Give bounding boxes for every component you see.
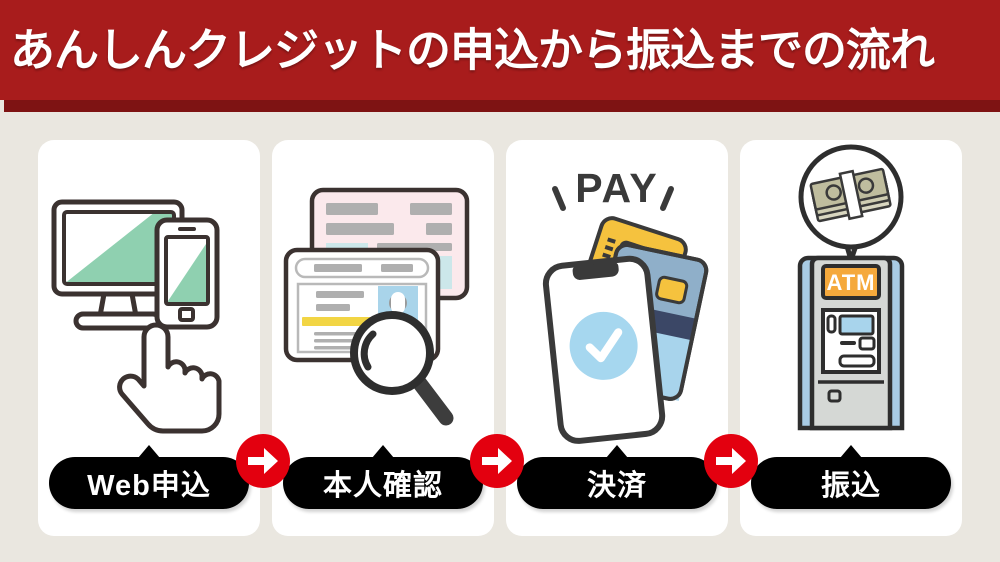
flow-steps-container: Web申込 xyxy=(0,140,1000,538)
flow-step-label-transfer: 振込 xyxy=(751,445,951,509)
title-banner: あんしんクレジットの申込から振込までの流れ xyxy=(0,0,1000,100)
flow-step-card-identity-verification[interactable]: 本人確認 xyxy=(272,140,494,536)
pill-notch-icon xyxy=(606,445,628,458)
right-arrow-icon xyxy=(246,446,280,476)
pill-notch-icon xyxy=(138,445,160,458)
pill-notch-icon xyxy=(372,445,394,458)
flow-step-card-payment[interactable]: PAY xyxy=(506,140,728,536)
flow-step-label-text: 振込 xyxy=(820,470,881,502)
id-cards-magnifier-icon xyxy=(272,140,494,450)
right-arrow-icon xyxy=(714,446,748,476)
flow-step-label-identity-verification: 本人確認 xyxy=(283,445,483,509)
flow-arrow-3 xyxy=(704,434,758,488)
flow-step-card-web-application[interactable]: Web申込 xyxy=(38,140,260,536)
flow-arrow-2 xyxy=(470,434,524,488)
flow-arrow-1 xyxy=(236,434,290,488)
pill-notch-icon xyxy=(840,445,862,458)
atm-cash-bubble-icon: ATM xyxy=(740,140,962,450)
flow-step-label-payment: 決済 xyxy=(517,445,717,509)
flow-step-label-text: 決済 xyxy=(586,470,647,502)
page-title: あんしんクレジットの申込から振込までの流れ xyxy=(10,24,935,76)
flow-step-card-transfer[interactable]: ATM 振込 xyxy=(740,140,962,536)
flow-step-label-text: 本人確認 xyxy=(322,470,443,502)
flow-step-label-text: Web申込 xyxy=(87,470,211,502)
magnifier-glass-icon xyxy=(350,311,454,426)
right-arrow-icon xyxy=(480,446,514,476)
monitor-smartphone-pointing-hand-icon xyxy=(38,140,260,450)
flow-step-label-web-application: Web申込 xyxy=(49,445,249,509)
smartphone-credit-cards-pay-icon: PAY xyxy=(506,140,728,450)
cash-bundle-icon xyxy=(809,167,892,223)
atm-sign-text: ATM xyxy=(826,270,875,295)
pay-text: PAY xyxy=(575,165,659,211)
title-banner-shadow xyxy=(4,100,1000,112)
